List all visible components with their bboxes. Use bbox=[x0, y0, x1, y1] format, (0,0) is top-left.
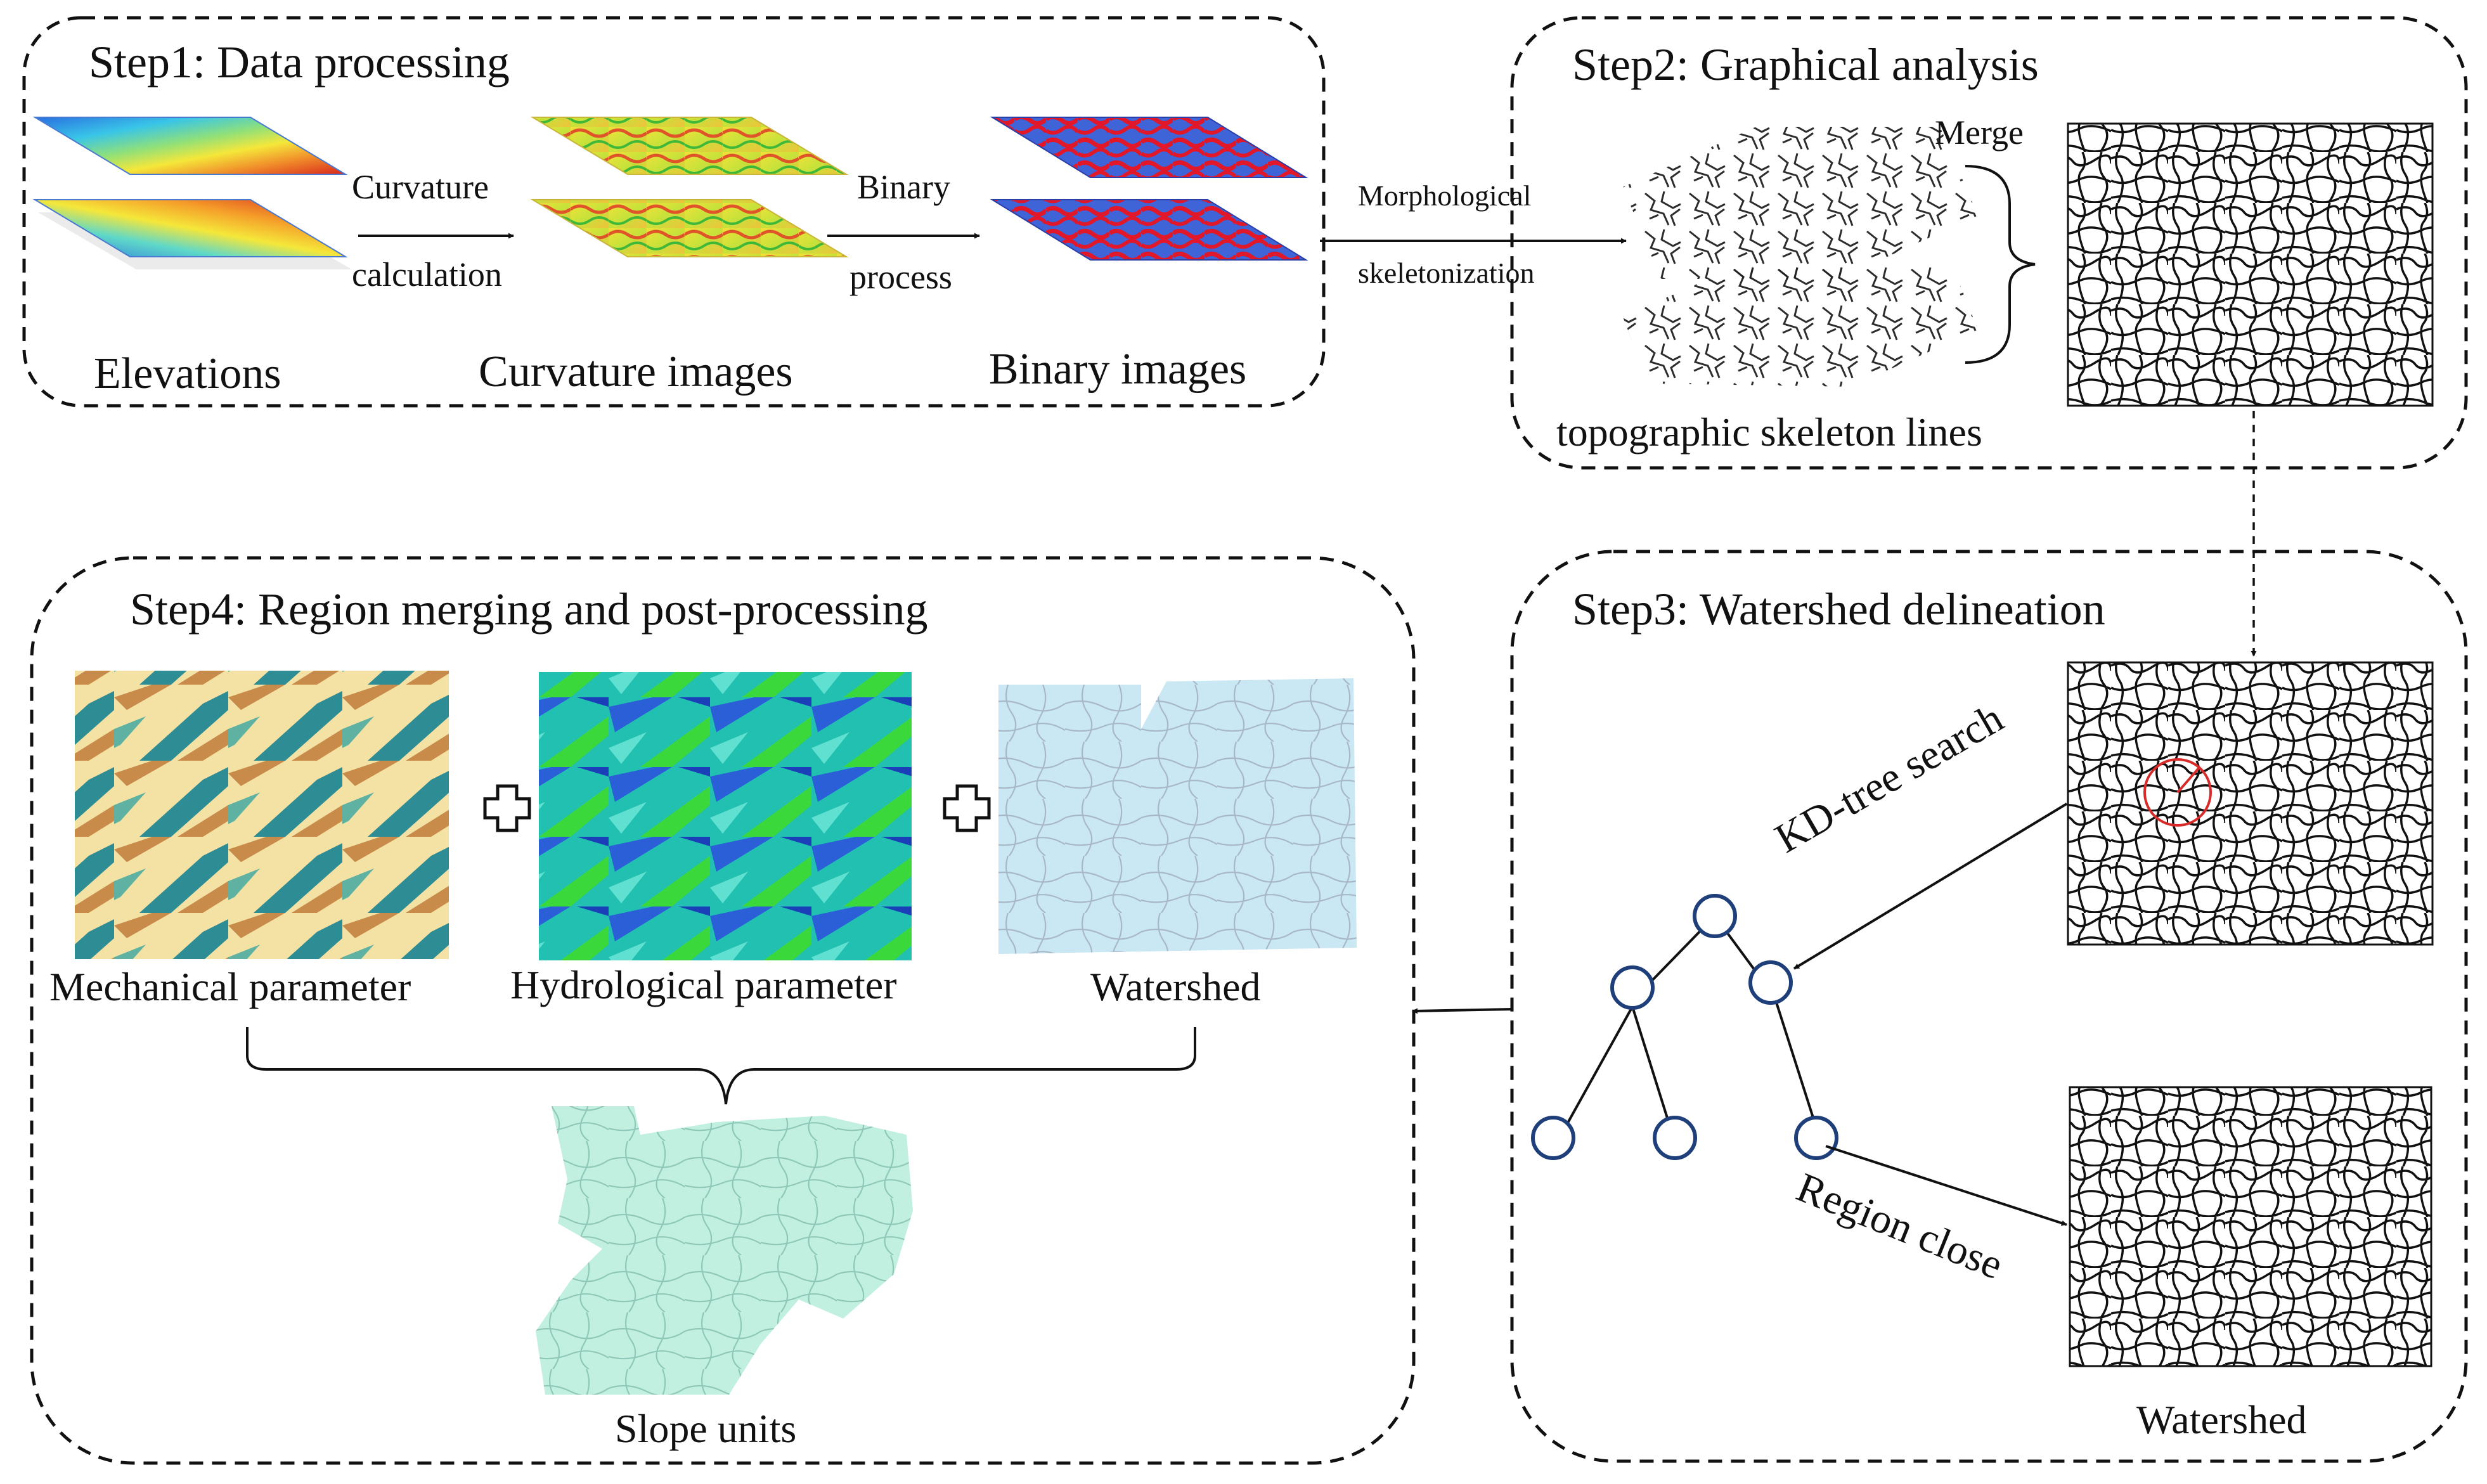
elevation-images bbox=[32, 117, 352, 269]
tree-node bbox=[1610, 965, 1655, 1010]
watershed-result-image bbox=[2069, 1086, 2432, 1367]
merge-label: Merge bbox=[1935, 113, 2024, 152]
search-circle bbox=[2143, 758, 2212, 827]
mechanical-parameter-image bbox=[75, 671, 449, 959]
tree-node bbox=[1748, 960, 1793, 1005]
calculation-label: calculation bbox=[352, 255, 502, 294]
search-radius bbox=[2176, 767, 2200, 794]
merge-brace bbox=[1965, 165, 2036, 364]
tree-node bbox=[1794, 1116, 1838, 1160]
slope-units-image bbox=[536, 1106, 913, 1395]
watershed-parameter-image bbox=[998, 678, 1357, 954]
merged-network-image bbox=[2067, 122, 2434, 407]
kd-tree-nodes bbox=[1531, 894, 1838, 1160]
process-label: process bbox=[849, 258, 952, 296]
binary-label: Binary bbox=[857, 168, 950, 206]
tree-node bbox=[1693, 894, 1737, 938]
skeleton-lines-caption: topographic skeleton lines bbox=[1556, 410, 1982, 455]
tree-node bbox=[1653, 1116, 1697, 1160]
step1-title: Step1: Data processing bbox=[89, 37, 510, 87]
search-network-image bbox=[2067, 661, 2434, 946]
region-close-arrow bbox=[1825, 1145, 2067, 1226]
step3-title: Step3: Watershed delineation bbox=[1572, 584, 2105, 635]
curvature-label: Curvature bbox=[352, 168, 489, 206]
skeletonization-label: skeletonization bbox=[1358, 257, 1535, 289]
kd-tree bbox=[1566, 915, 1814, 1125]
watershed-caption: Watershed bbox=[1090, 964, 1261, 1009]
hydrological-caption: Hydrological parameter bbox=[510, 962, 897, 1007]
step2-box bbox=[1510, 16, 2468, 470]
kd-search-arrow bbox=[1793, 803, 2068, 970]
step3-box bbox=[1510, 550, 2468, 1463]
skeleton-lines-image bbox=[1623, 127, 1978, 387]
tree-node bbox=[1531, 1116, 1575, 1160]
slope-units-caption: Slope units bbox=[615, 1406, 797, 1451]
curvature-images bbox=[530, 117, 849, 257]
binary-images-caption: Binary images bbox=[989, 345, 1247, 394]
curvature-images-caption: Curvature images bbox=[479, 347, 793, 396]
step2-title: Step2: Graphical analysis bbox=[1572, 39, 2039, 90]
plus-icon bbox=[943, 784, 991, 832]
morphological-label: Morphological bbox=[1358, 179, 1532, 212]
combine-bracket bbox=[246, 1027, 1196, 1105]
step3-to-step4-arrow bbox=[1412, 1008, 1513, 1014]
step4-title: Step4: Region merging and post-processin… bbox=[130, 584, 928, 635]
elevations-caption: Elevations bbox=[94, 349, 281, 398]
watershed-result-caption: Watershed bbox=[2136, 1397, 2307, 1442]
binary-images bbox=[990, 117, 1308, 261]
mechanical-caption: Mechanical parameter bbox=[49, 964, 411, 1009]
plus-icon bbox=[483, 784, 531, 832]
hydrological-parameter-image bbox=[539, 672, 912, 960]
